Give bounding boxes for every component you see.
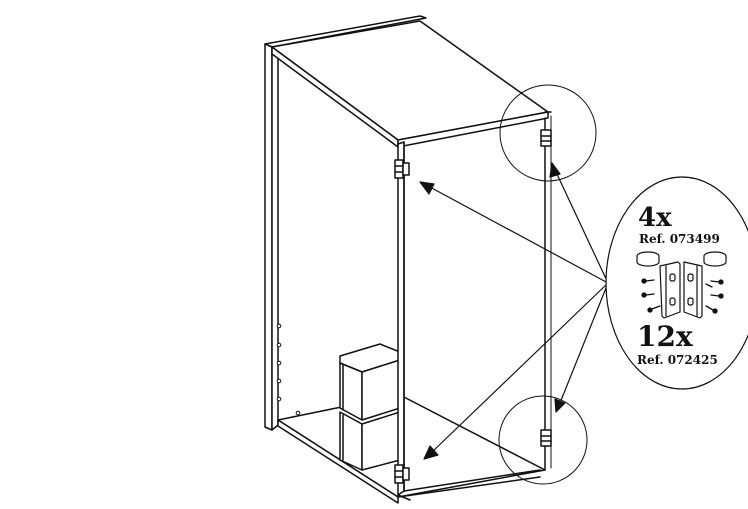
arrow-to-door-top-hinge (427, 185, 609, 284)
cabinet-side-panel (271, 46, 279, 431)
part-1-quantity: 4x (638, 203, 672, 233)
hinge-top-left (394, 159, 410, 179)
part-1-reference: Ref. 073499 (639, 232, 720, 246)
arrow-to-side-top-hinge (555, 171, 609, 284)
bracket-hardware-icon (636, 251, 727, 319)
cabinet-top-panel (271, 20, 549, 148)
arrow-to-side-bottom-hinge (559, 282, 609, 404)
part-2-reference: Ref. 072425 (637, 353, 718, 367)
parts-callout: 4x Ref. 073499 (605, 176, 748, 390)
detail-circle-bottom (498, 395, 588, 485)
cabinet-drawers (339, 343, 401, 471)
shelf-pin-holes (276, 323, 301, 416)
cabinet-bottom-panel (277, 394, 546, 504)
cabinet-right-edge (544, 111, 552, 471)
detail-circle-top (499, 84, 597, 182)
hinge-top-right (540, 129, 552, 147)
arrows (419, 162, 609, 460)
cabinet (264, 15, 552, 504)
arrow-to-door-bottom-hinge (431, 282, 609, 453)
hinge-bottom-left (394, 464, 410, 484)
cabinet-door (397, 141, 541, 501)
hinge-bottom-right (540, 429, 552, 447)
screw-icons (641, 278, 724, 314)
part-2-quantity: 12x (637, 320, 693, 353)
